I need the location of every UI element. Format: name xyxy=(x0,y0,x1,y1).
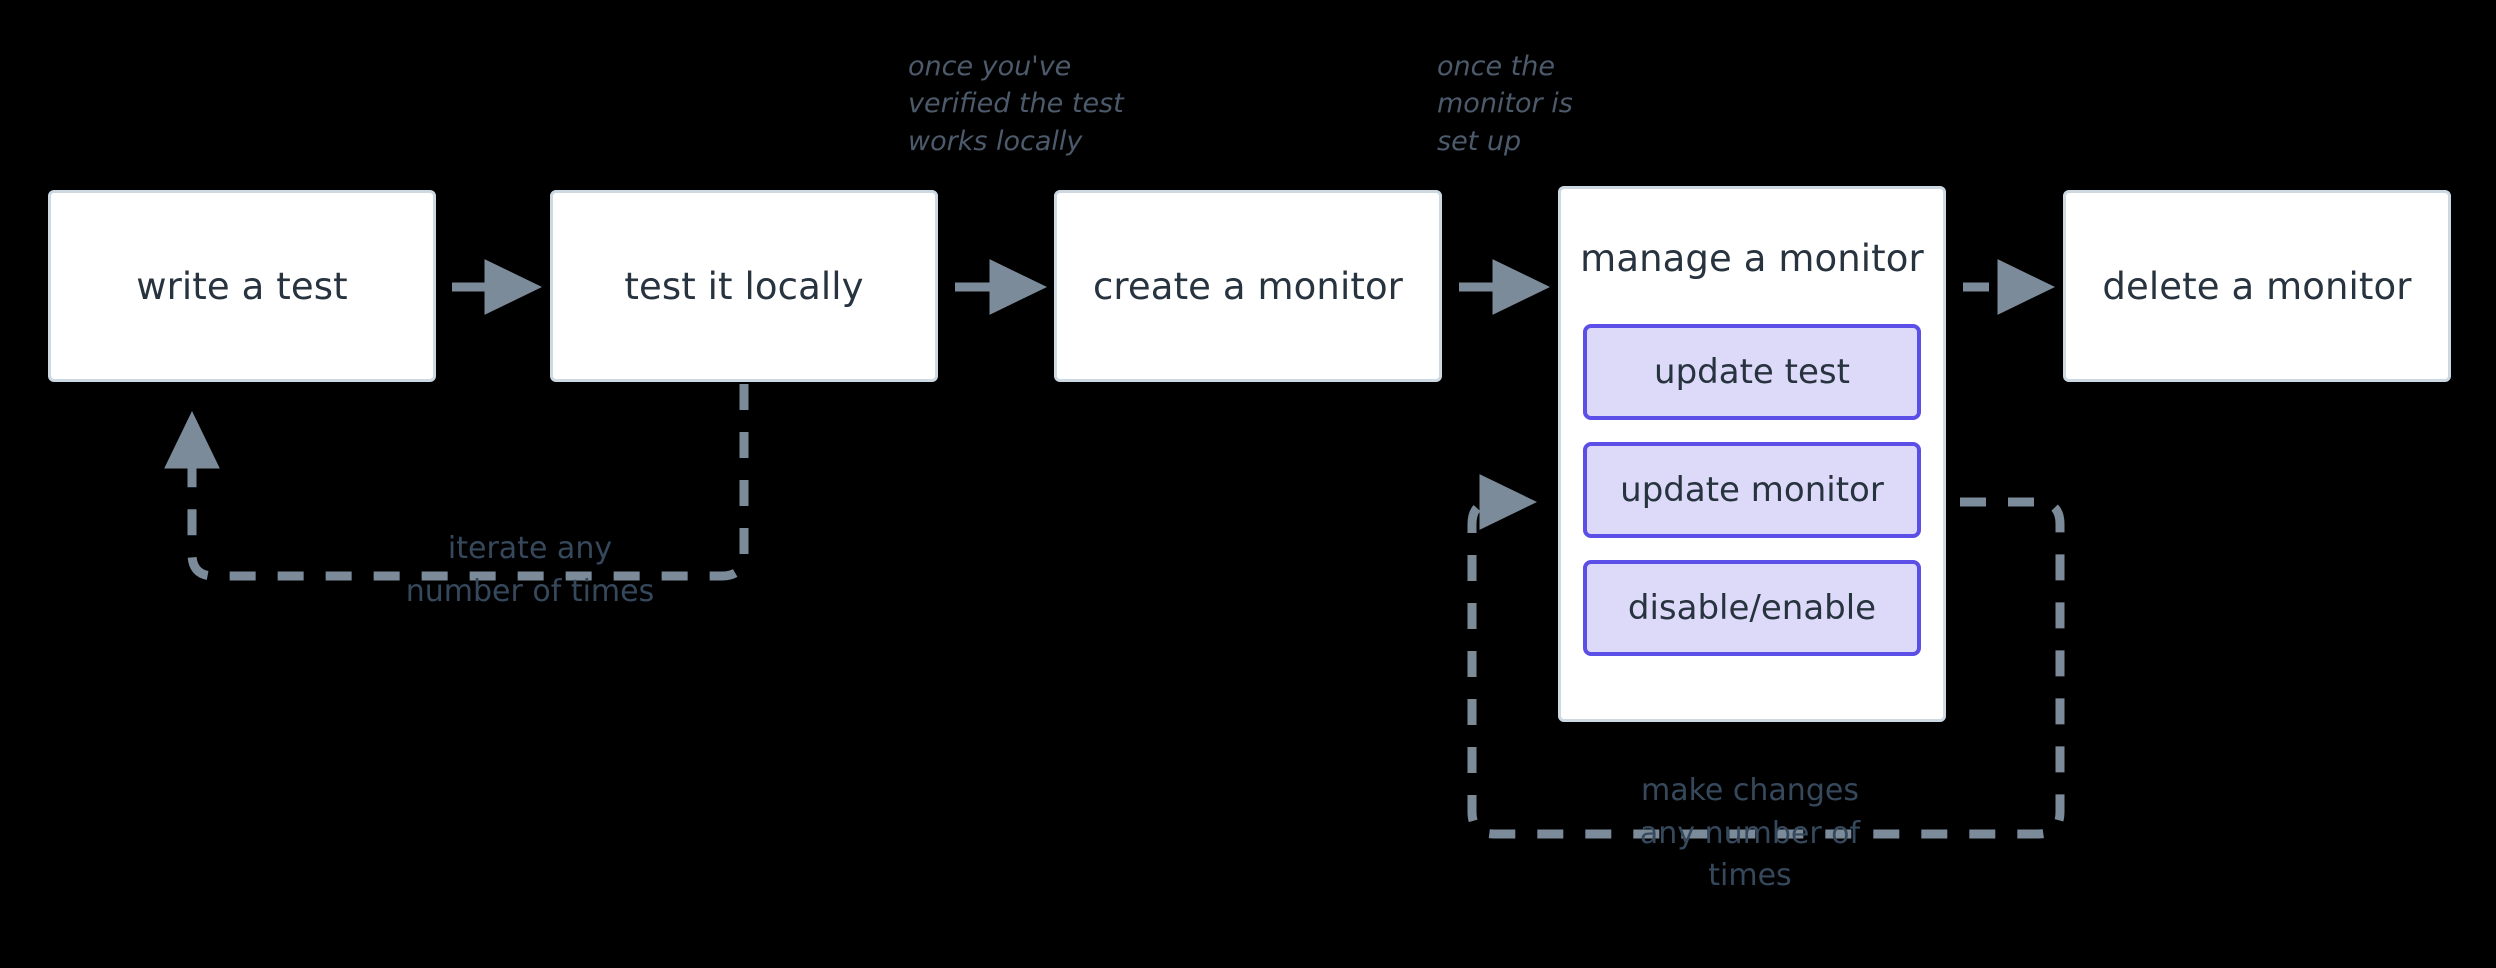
sub-node-label: update monitor xyxy=(1620,470,1884,510)
sub-node-update-test[interactable]: update test xyxy=(1583,324,1921,420)
loop-label-make-changes: make changes any number of times xyxy=(1639,773,1861,894)
annotation-once-verified: once you've verified the test works loca… xyxy=(908,51,1124,157)
node-label: write a test xyxy=(136,264,348,308)
sub-node-disable-enable[interactable]: disable/enable xyxy=(1583,560,1921,656)
node-test-it-locally[interactable]: test it locally xyxy=(550,190,938,382)
node-label: test it locally xyxy=(624,264,864,308)
sub-node-update-monitor[interactable]: update monitor xyxy=(1583,442,1921,538)
node-create-a-monitor[interactable]: create a monitor xyxy=(1054,190,1442,382)
loop-label-iterate: iterate any number of times xyxy=(405,531,655,609)
node-label: create a monitor xyxy=(1092,264,1403,308)
node-manage-a-monitor[interactable]: manage a monitor update test update moni… xyxy=(1558,186,1946,722)
node-label: delete a monitor xyxy=(2102,264,2412,308)
annotation-once-set-up: once the monitor is set up xyxy=(1437,51,1573,157)
sub-node-label: update test xyxy=(1654,352,1850,392)
sub-node-label: disable/enable xyxy=(1627,588,1877,628)
manage-monitor-actions: update test update monitor disable/enabl… xyxy=(1561,324,1943,656)
node-delete-a-monitor[interactable]: delete a monitor xyxy=(2063,190,2451,382)
node-write-a-test[interactable]: write a test xyxy=(48,190,436,382)
node-label: manage a monitor xyxy=(1580,237,1924,280)
